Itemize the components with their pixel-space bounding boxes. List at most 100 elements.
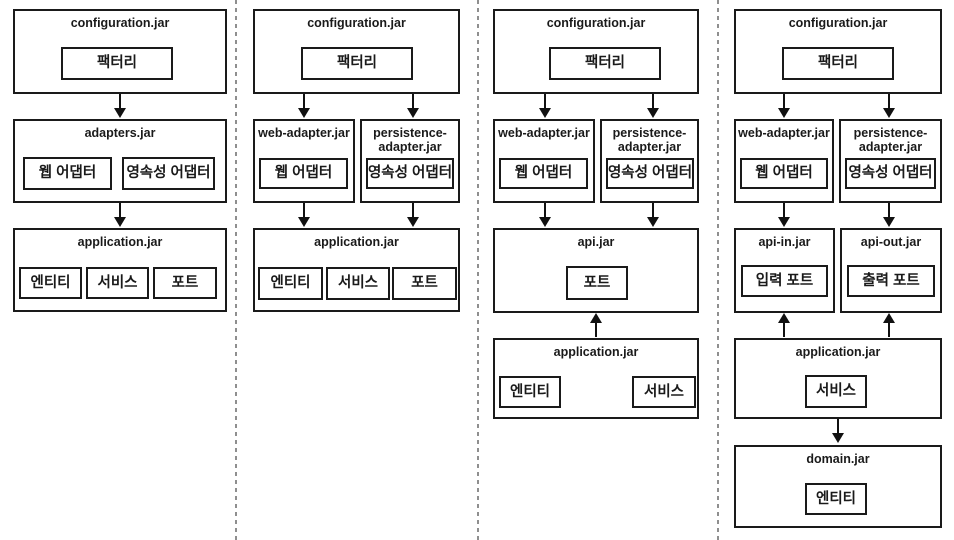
box-title-web-adapter-jar: web-adapter.jar [258, 126, 350, 140]
arrow-down-icon [883, 94, 895, 118]
panel-divider [477, 0, 479, 540]
item-label-port: 포트 [171, 274, 199, 291]
arrow-down-icon [647, 203, 659, 227]
box-title-configuration-jar: configuration.jar [546, 16, 646, 30]
item-label-web-adapter: 웹 어댑터 [274, 165, 333, 182]
arrow-down-icon [298, 94, 310, 118]
box-domain-jar: domain.jar 엔티티 [734, 445, 942, 528]
box-application-jar: application.jar 엔티티 서비스 [493, 338, 699, 419]
arrow-down-icon [832, 419, 844, 443]
item-label-port: 포트 [411, 275, 438, 292]
item-label-entity: 엔티티 [30, 274, 71, 291]
item-label-web-adapter: 웹 어댑터 [755, 165, 813, 182]
item-output-port: 출력 포트 [847, 265, 935, 297]
box-api-out-jar: api-out.jar 출력 포트 [840, 228, 942, 313]
box-application-jar: application.jar 엔티티 서비스 포트 [13, 228, 227, 312]
box-title-application-jar: application.jar [795, 345, 881, 359]
arrow-down-icon [114, 94, 126, 118]
item-port: 포트 [153, 267, 217, 299]
box-title-application-jar: application.jar [314, 235, 399, 249]
arrow-down-icon [883, 203, 895, 227]
box-title-api-jar: api.jar [577, 235, 615, 249]
box-configuration-jar: configuration.jar 팩터리 [13, 9, 227, 94]
box-persistence-adapter-jar: persistence-adapter.jar 영속성 어댑터 [600, 119, 699, 203]
item-input-port: 입력 포트 [741, 265, 828, 297]
item-label-port: 포트 [583, 274, 611, 291]
arrow-down-icon [778, 203, 790, 227]
box-title-persistence-adapter-jar: persistence-adapter.jar [612, 126, 687, 154]
arrow-up-icon [883, 313, 895, 337]
box-title-api-in-jar: api-in.jar [758, 235, 811, 249]
item-label-factory: 팩터리 [336, 55, 378, 72]
item-web-adapter: 웹 어댑터 [23, 157, 112, 190]
item-label-service: 서비스 [97, 274, 138, 291]
box-title-application-jar: application.jar [77, 235, 163, 249]
item-factory: 팩터리 [549, 47, 661, 80]
box-web-adapter-jar: web-adapter.jar 웹 어댑터 [734, 119, 834, 203]
box-title-web-adapter-jar: web-adapter.jar [498, 126, 590, 140]
item-label-factory: 팩터리 [96, 55, 138, 72]
item-factory: 팩터리 [301, 47, 413, 80]
arrow-down-icon [539, 94, 551, 118]
item-service: 서비스 [805, 375, 867, 408]
box-web-adapter-jar: web-adapter.jar 웹 어댑터 [253, 119, 355, 203]
item-factory: 팩터리 [61, 47, 173, 80]
item-port: 포트 [566, 266, 628, 300]
arrow-down-icon [647, 94, 659, 118]
box-web-adapter-jar: web-adapter.jar 웹 어댑터 [493, 119, 595, 203]
box-configuration-jar: configuration.jar 팩터리 [734, 9, 942, 94]
item-service: 서비스 [326, 267, 390, 300]
box-api-in-jar: api-in.jar 입력 포트 [734, 228, 835, 313]
box-title-configuration-jar: configuration.jar [307, 16, 406, 30]
item-label-factory: 팩터리 [817, 55, 859, 72]
box-persistence-adapter-jar: persistence-adapter.jar 영속성 어댑터 [360, 119, 460, 203]
box-title-persistence-adapter-jar: persistence-adapter.jar [853, 126, 928, 154]
item-label-persistence-adapter: 영속성 어댑터 [367, 165, 453, 182]
item-label-input-port: 입력 포트 [755, 272, 814, 289]
box-title-configuration-jar: configuration.jar [788, 16, 888, 30]
arrow-up-icon [590, 313, 602, 337]
arrow-down-icon [539, 203, 551, 227]
item-persistence-adapter: 영속성 어댑터 [606, 158, 694, 189]
item-label-entity: 엔티티 [509, 383, 551, 400]
box-title-configuration-jar: configuration.jar [70, 16, 170, 30]
item-persistence-adapter: 영속성 어댑터 [845, 158, 936, 189]
item-label-factory: 팩터리 [584, 55, 626, 72]
item-port: 포트 [392, 267, 457, 300]
box-api-jar: api.jar 포트 [493, 228, 699, 313]
box-title-web-adapter-jar: web-adapter.jar [738, 126, 830, 140]
arrow-down-icon [407, 203, 419, 227]
arrow-down-icon [778, 94, 790, 118]
arrow-down-icon [407, 94, 419, 118]
box-title-domain-jar: domain.jar [806, 452, 870, 466]
item-entity: 엔티티 [19, 267, 82, 299]
item-label-persistence-adapter: 영속성 어댑터 [848, 165, 933, 182]
item-label-service: 서비스 [643, 383, 685, 400]
arrow-down-icon [298, 203, 310, 227]
item-label-persistence-adapter: 영속성 어댑터 [607, 165, 693, 182]
item-service: 서비스 [86, 267, 149, 299]
item-label-service: 서비스 [815, 383, 857, 400]
item-factory: 팩터리 [782, 47, 894, 80]
item-persistence-adapter: 영속성 어댑터 [366, 158, 454, 189]
box-configuration-jar: configuration.jar 팩터리 [253, 9, 460, 94]
box-title-adapters-jar: adapters.jar [84, 126, 156, 140]
box-title-application-jar: application.jar [553, 345, 639, 359]
arrow-down-icon [114, 203, 126, 227]
box-title-persistence-adapter-jar: persistence-adapter.jar [373, 126, 447, 154]
box-title-api-out-jar: api-out.jar [860, 235, 922, 249]
item-label-web-adapter: 웹 어댑터 [514, 165, 573, 182]
item-label-output-port: 출력 포트 [862, 272, 920, 289]
item-label-entity: 엔티티 [815, 490, 857, 507]
box-adapters-jar: adapters.jar 웹 어댑터 영속성 어댑터 [13, 119, 227, 203]
item-entity: 엔티티 [499, 376, 561, 408]
item-label-service: 서비스 [337, 275, 379, 292]
item-persistence-adapter: 영속성 어댑터 [122, 157, 215, 190]
item-label-persistence-adapter: 영속성 어댑터 [126, 165, 211, 182]
item-web-adapter: 웹 어댑터 [499, 158, 588, 189]
